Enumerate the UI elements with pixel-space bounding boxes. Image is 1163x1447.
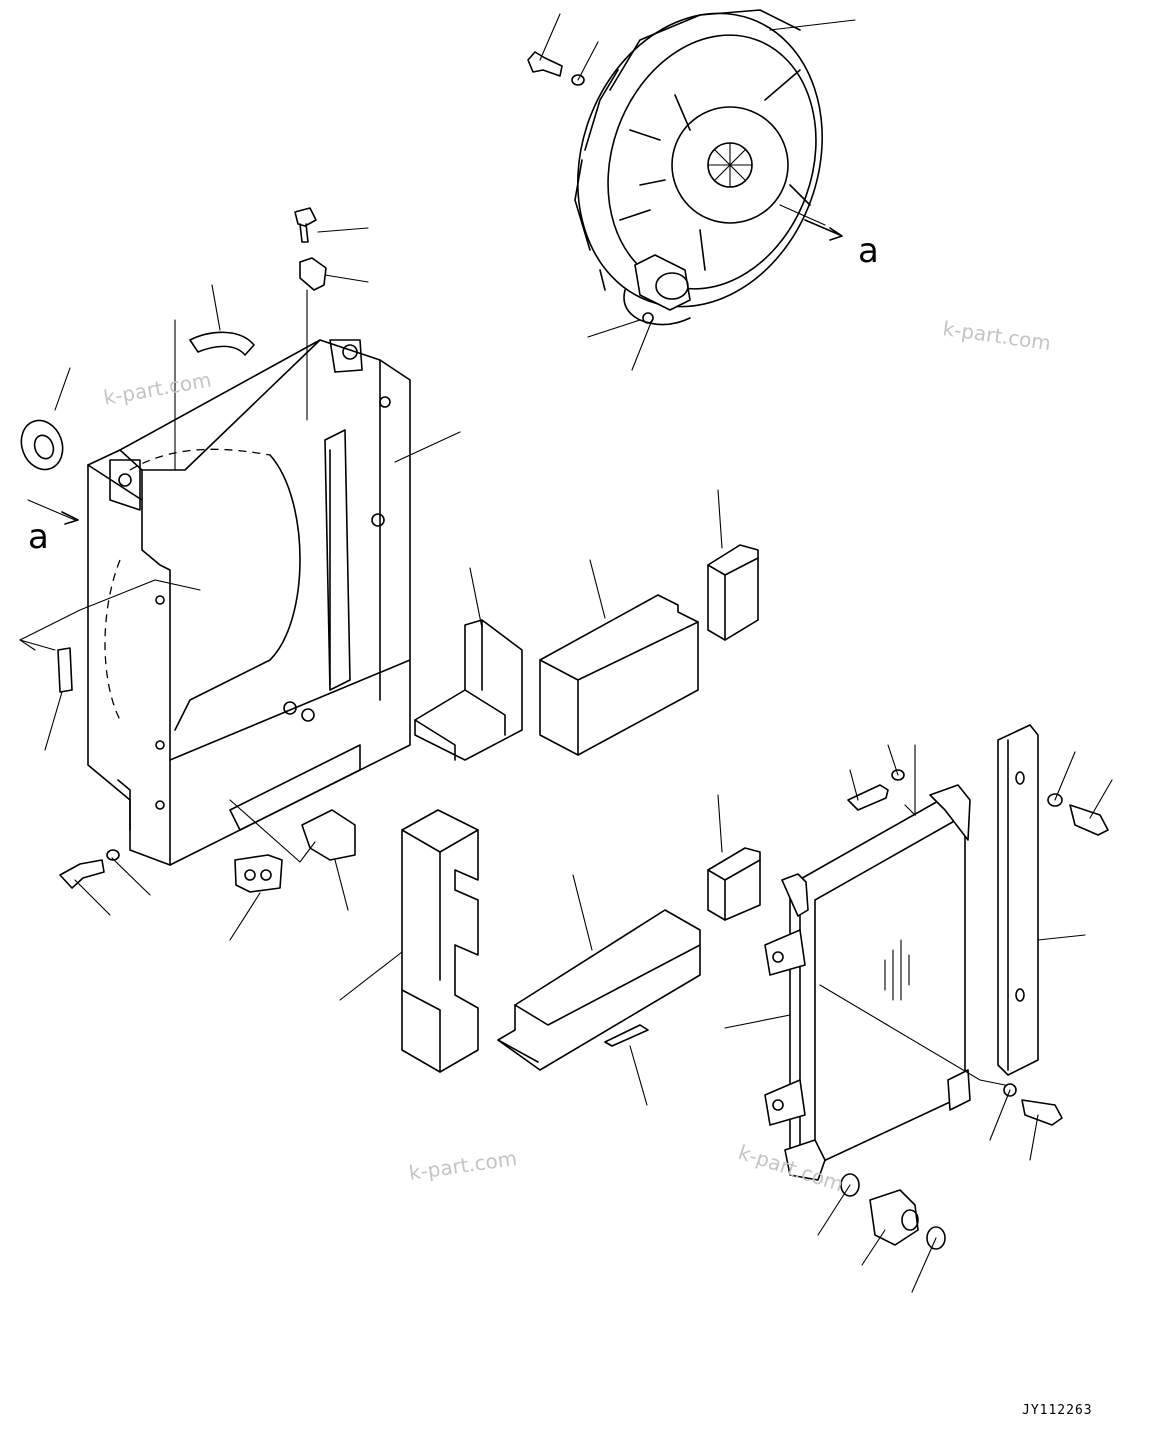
oil-cooler bbox=[724, 724, 1113, 1293]
view-label-a-shroud: a bbox=[28, 517, 49, 557]
radiator-shroud bbox=[87, 339, 461, 866]
fan-assembly bbox=[527, 9, 856, 371]
drawing-code: JY112263 bbox=[1022, 1403, 1093, 1418]
watermark: k-part.com bbox=[102, 367, 213, 410]
foam-blocks bbox=[339, 489, 761, 1106]
watermark: k-part.com bbox=[407, 1146, 518, 1185]
view-label-a-fan: a bbox=[858, 231, 879, 271]
watermark: k-part.com bbox=[941, 316, 1052, 355]
shroud-small-parts bbox=[18, 284, 356, 941]
top-bolt-and-clip bbox=[294, 207, 369, 421]
